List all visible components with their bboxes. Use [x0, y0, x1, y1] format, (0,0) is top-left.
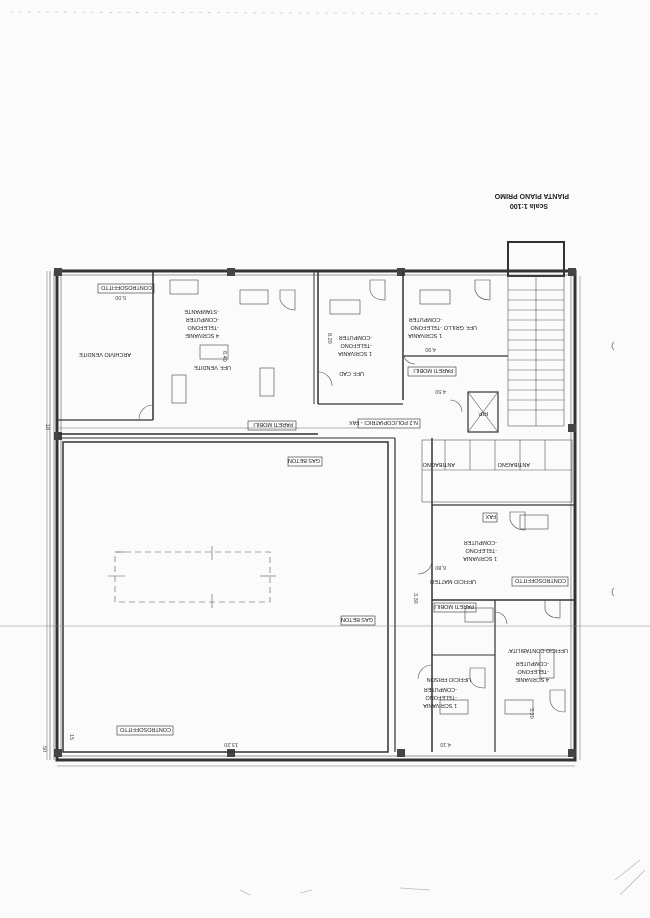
dim-3-20: 3.20	[528, 708, 534, 719]
dim-5-00: 5.00	[115, 294, 126, 300]
room-label-frison: UFFICIO FRISON	[427, 676, 471, 682]
room-label-matteo: UFFICIO MATTEO	[429, 578, 476, 584]
tag-gas-beton-upper: GAS BETON	[288, 457, 320, 463]
equip-contabilita-0: 4 SCRIVANIE	[515, 676, 549, 682]
room-label-contabilita: UFFICIO CONTABILITA'	[508, 647, 568, 653]
tag-pareti-mobili-upper: PARETI MOBILI	[253, 421, 293, 427]
equip-grillo-0: 1 SCRIVANIA	[408, 332, 442, 338]
equip-frison-0: 1 SCRIVANIA	[423, 702, 457, 708]
tag-ripostiglio: RIP.	[478, 410, 488, 416]
lift-shaft	[467, 391, 499, 433]
equip-contabilita-1: -TELEFONO	[517, 668, 549, 674]
dim-4-50: 4.50	[435, 388, 446, 394]
stair-treads	[508, 289, 564, 411]
scan-noise-bottom	[239, 859, 646, 896]
dimension-lines	[46, 271, 581, 767]
tag-controsoffitto-top: CONTROSOFFITTO	[100, 284, 152, 290]
furniture	[169, 279, 566, 715]
equip-vendite-0: 4 SCRIVANIE	[185, 332, 219, 338]
title-block: PIANTA PIANO PRIMO Scala 1:100	[494, 192, 569, 209]
dim-4-90: 4.90	[425, 346, 436, 352]
equip-matteo-1: -TELEFONO	[465, 547, 497, 553]
dim-15: 15	[68, 734, 74, 740]
tag-controsoffitto-right: CONTROSOFFITTO	[514, 577, 566, 583]
dim-3-30: 3.30	[412, 593, 418, 604]
equip-frison-2: -COMPUTER	[424, 686, 457, 692]
room-label-vendite: UFF. VENDITE	[194, 364, 231, 370]
tag-gas-beton-lower: GAS BETON	[341, 616, 373, 622]
tag-policopiatrici: N.2 POLICOPIATRICI - FAX	[349, 419, 418, 425]
tag-controsoffitto-bottom: CONTROSOFFITTO	[119, 726, 171, 732]
plan-scale: Scala 1:100	[510, 202, 548, 209]
equip-matteo-0: 1 SCRIVANIA	[463, 555, 497, 561]
equipment-notes: 4 SCRIVANIE -TELEFONO -COMPUTER -STAMPAN…	[184, 308, 549, 708]
dim-50: 50	[41, 746, 47, 752]
dim-6-80: 6.80	[435, 564, 446, 570]
annotation-tags: CONTROSOFFITTO CONTROSOFFITTO CONTROSOFF…	[97, 283, 569, 736]
equip-matteo-2: -COMPUTER	[464, 539, 497, 545]
dim-8-20: 8.20	[326, 333, 332, 344]
equip-vendite-1: -TELEFONO	[187, 324, 219, 330]
corridor-walls	[394, 391, 575, 752]
binder-marks	[611, 341, 615, 597]
equip-frison-1: -TELEFONO	[425, 694, 457, 700]
equip-grillo-2: -COMPUTER	[409, 316, 442, 322]
room-labels: ARCHIVIO VENDITE UFF. VENDITE UFF. CAD U…	[79, 324, 568, 682]
scan-noise-top	[9, 11, 601, 15]
tag-fax: FAX	[485, 513, 496, 519]
equip-vendite-2: -COMPUTER	[186, 316, 219, 322]
equip-cad-0: 1 SCRIVANIA	[338, 350, 372, 356]
equip-cad-1: -TELEFONO	[340, 342, 372, 348]
open-hall	[62, 441, 389, 753]
dim-4-10: 4.10	[440, 741, 451, 747]
tag-pareti-mobili-matteo: PARETI MOBILI	[434, 603, 474, 609]
dim-6-40: 6.40	[221, 351, 227, 362]
equip-cad-2: -COMPUTER	[339, 334, 372, 340]
room-label-cad: UFF. CAD	[339, 370, 364, 376]
room-label-grillo: UFF. GRILLO	[443, 324, 477, 330]
upper-partitions	[57, 271, 565, 439]
equip-grillo-1: -TELEFONO	[410, 324, 442, 330]
plan-title: PIANTA PIANO PRIMO	[494, 192, 569, 199]
tag-antibagno-2: ANTIBAGNO	[497, 461, 530, 467]
exterior-walls	[49, 241, 577, 762]
structural-columns	[54, 268, 576, 757]
equip-contabilita-2: -COMPUTER	[516, 660, 549, 666]
room-label-archivio: ARCHIVIO VENDITE	[79, 351, 131, 357]
tag-antibagno-1: ANTIBAGNO	[422, 461, 455, 467]
dimension-labels: 5.00 8.20 4.90 4.50 6.80 13.20 6.40 3.30…	[41, 294, 534, 752]
perimeter-wall	[55, 269, 577, 762]
dim-13-20: 13.20	[224, 741, 238, 747]
door-swings	[138, 351, 508, 680]
tag-pareti-mobili-grillo: PARETI MOBILI	[413, 367, 453, 373]
equip-vendite-3: -STAMPANTE	[184, 308, 219, 314]
